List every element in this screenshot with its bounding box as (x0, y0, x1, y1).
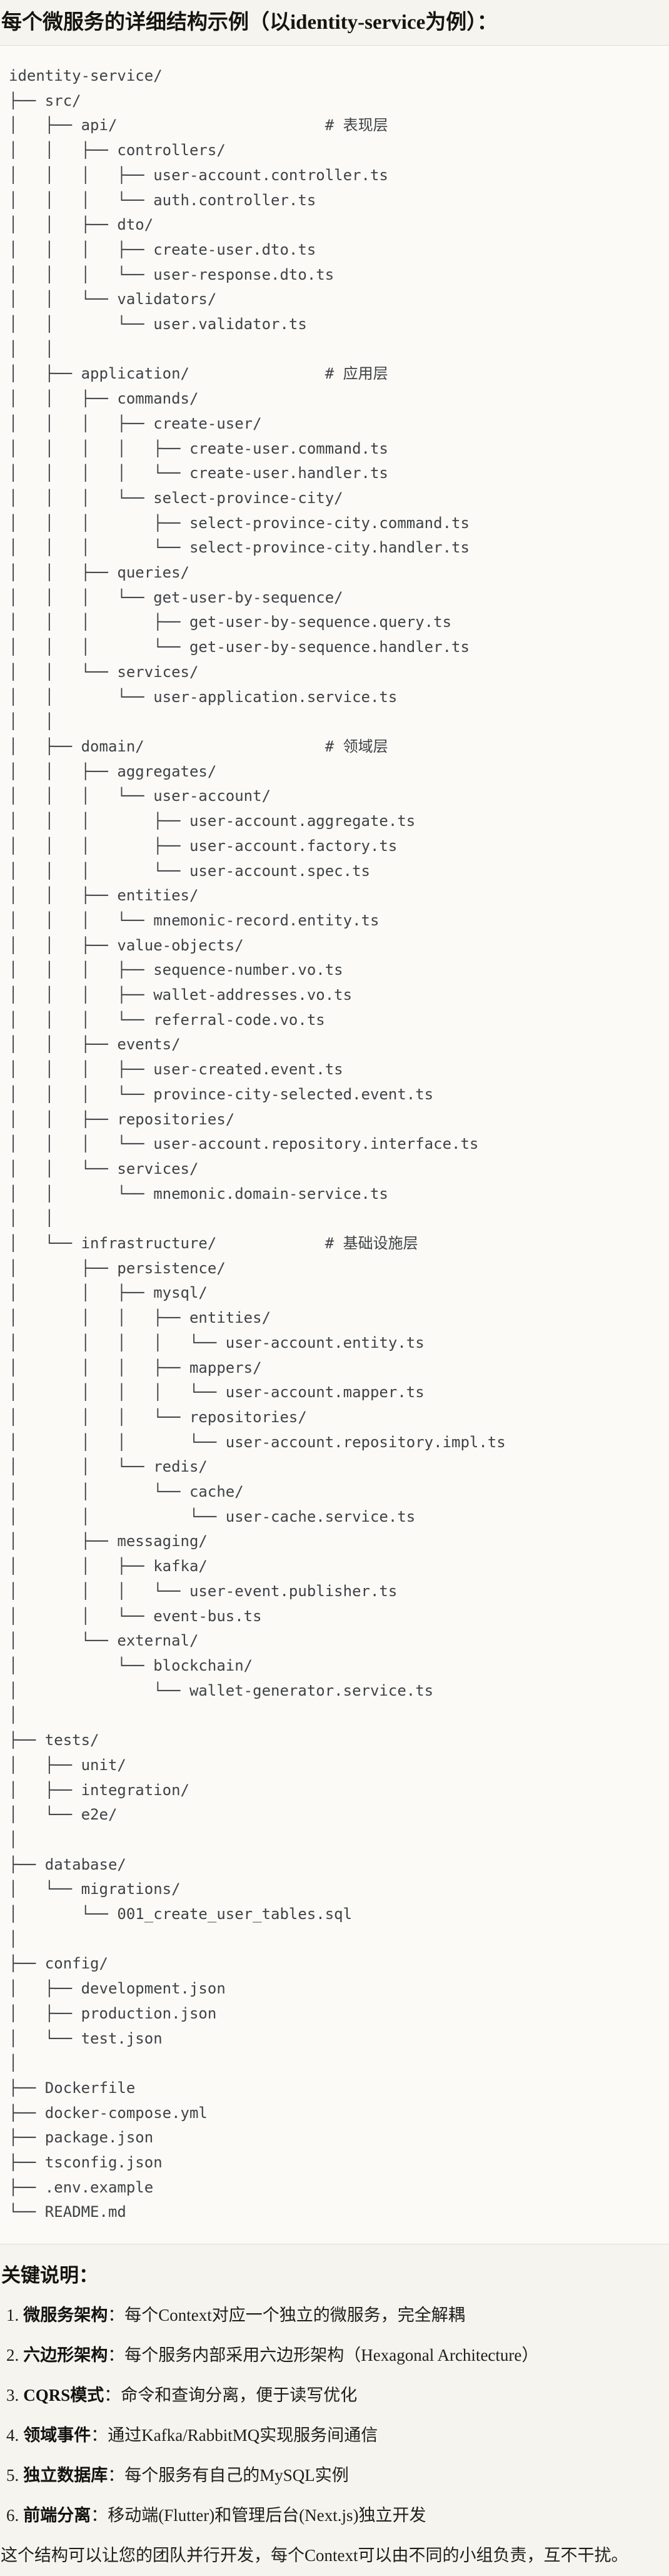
list-item-text: ：通过Kafka/RabbitMQ实现服务间通信 (91, 2426, 378, 2445)
list-item-text: ：每个服务有自己的MySQL实例 (108, 2466, 349, 2485)
list-item: 5.独立数据库：每个服务有自己的MySQL实例 (6, 2463, 669, 2487)
code-block: identity-service/ ├── src/ │ ├── api/ # … (0, 45, 669, 2245)
list-item-text: ：每个服务内部采用六边形架构（Hexagonal Architecture） (108, 2346, 539, 2365)
notes-list: 1.微服务架构：每个Context对应一个独立的微服务，完全解耦 2.六边形架构… (0, 2303, 669, 2527)
list-item-label: 微服务架构 (23, 2306, 108, 2325)
list-item: 3.CQRS模式：命令和查询分离，便于读写优化 (6, 2383, 669, 2407)
list-item-number: 4. (6, 2426, 19, 2445)
list-item-text: ：每个Context对应一个独立的微服务，完全解耦 (108, 2306, 465, 2325)
list-item-label: 前端分离 (23, 2506, 91, 2525)
list-item-number: 1. (6, 2306, 19, 2325)
list-item-label: 六边形架构 (23, 2346, 108, 2365)
list-item-number: 3. (6, 2386, 19, 2405)
closing-paragraph: 这个结构可以让您的团队并行开发，每个Context可以由不同的小组负责，互不干扰… (1, 2546, 628, 2565)
list-item: 4.领域事件：通过Kafka/RabbitMQ实现服务间通信 (6, 2423, 669, 2447)
list-item-number: 6. (6, 2506, 19, 2525)
list-item-number: 5. (6, 2466, 19, 2485)
list-item-label: CQRS模式 (23, 2386, 104, 2405)
list-item-text: ：命令和查询分离，便于读写优化 (104, 2386, 358, 2405)
list-item-number: 2. (6, 2346, 19, 2365)
list-item-text: ：移动端(Flutter)和管理后台(Next.js)独立开发 (91, 2506, 426, 2525)
directory-tree: identity-service/ ├── src/ │ ├── api/ # … (9, 67, 506, 2221)
list-item-label: 独立数据库 (23, 2466, 108, 2485)
page-title: 每个微服务的详细结构示例（以identity-service为例）： (1, 11, 498, 34)
notes-heading: 关键说明： (1, 2264, 98, 2287)
list-item: 2.六边形架构：每个服务内部采用六边形架构（Hexagonal Architec… (6, 2343, 669, 2367)
list-item: 6.前端分离：移动端(Flutter)和管理后台(Next.js)独立开发 (6, 2503, 669, 2527)
list-item-label: 领域事件 (23, 2426, 91, 2445)
list-item: 1.微服务架构：每个Context对应一个独立的微服务，完全解耦 (6, 2303, 669, 2327)
